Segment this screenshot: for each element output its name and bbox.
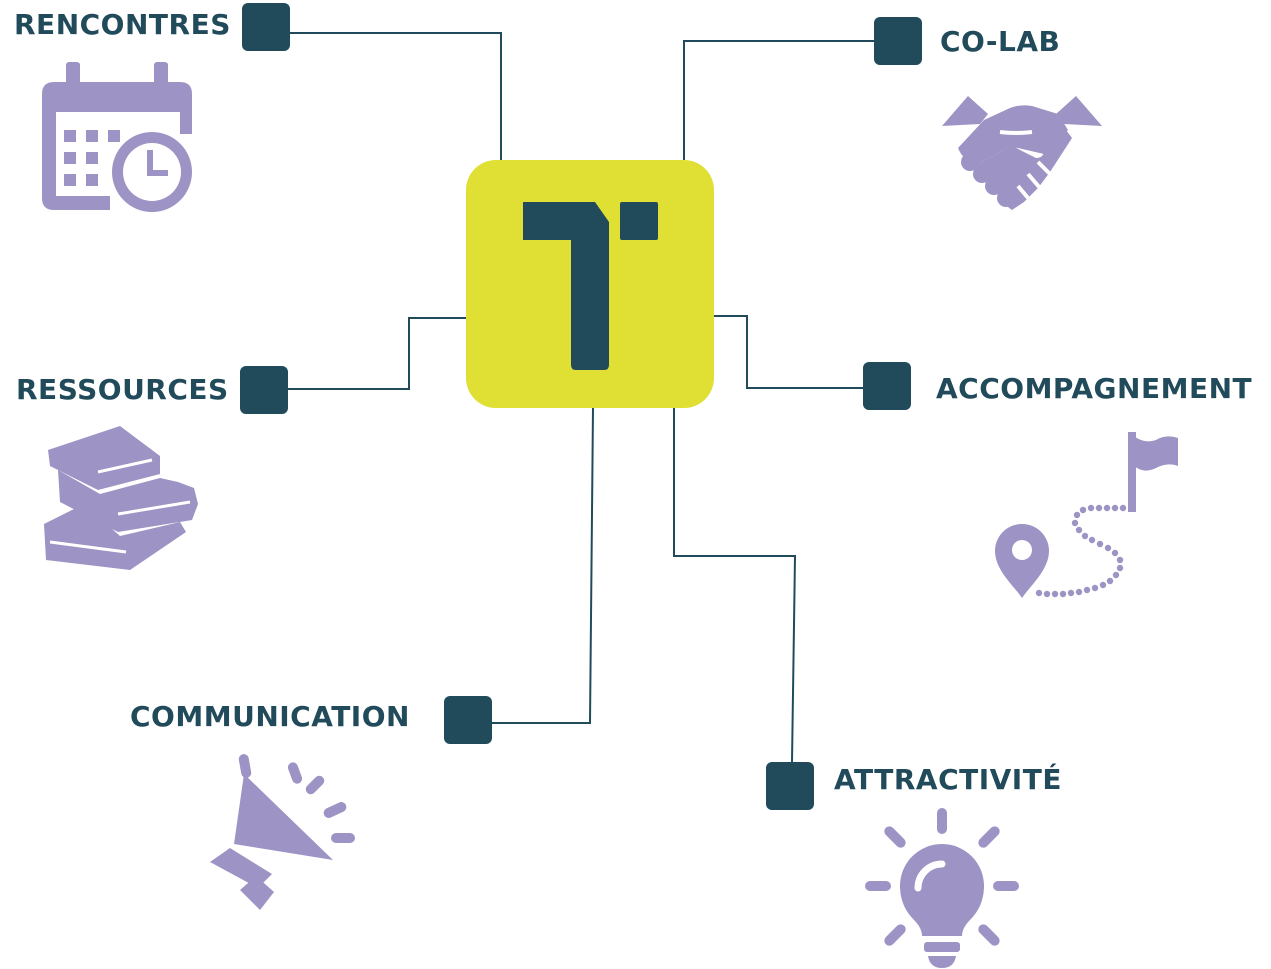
connector-accompagnement	[714, 315, 863, 389]
node-rencontres	[242, 3, 290, 51]
handshake-icon	[942, 96, 1102, 210]
route-flag-icon	[995, 432, 1178, 598]
node-accompagnement	[863, 362, 911, 410]
hub-logo-tile	[466, 160, 714, 408]
label-communication: COMMUNICATION	[130, 700, 410, 733]
connector-co-lab	[683, 40, 875, 160]
label-accompagnement: ACCOMPAGNEMENT	[936, 372, 1253, 405]
node-communication	[444, 696, 492, 744]
node-co-lab	[874, 17, 922, 65]
node-attractivite	[766, 762, 814, 810]
connector-ressources	[288, 317, 466, 390]
connector-rencontres	[290, 32, 502, 160]
connector-communication	[492, 407, 594, 724]
label-ressources: RESSOURCES	[16, 373, 229, 406]
lightbulb-icon	[865, 808, 1019, 968]
label-attractivite: ATTRACTIVITÉ	[834, 763, 1062, 796]
node-ressources	[240, 366, 288, 414]
label-rencontres: RENCONTRES	[14, 8, 231, 41]
books-icon	[44, 426, 198, 570]
connector-attractivite	[673, 408, 797, 763]
t-mark-logo	[523, 202, 658, 370]
calendar-clock-icon	[42, 62, 192, 212]
megaphone-icon	[210, 754, 355, 910]
label-co-lab: CO-LAB	[940, 25, 1061, 58]
